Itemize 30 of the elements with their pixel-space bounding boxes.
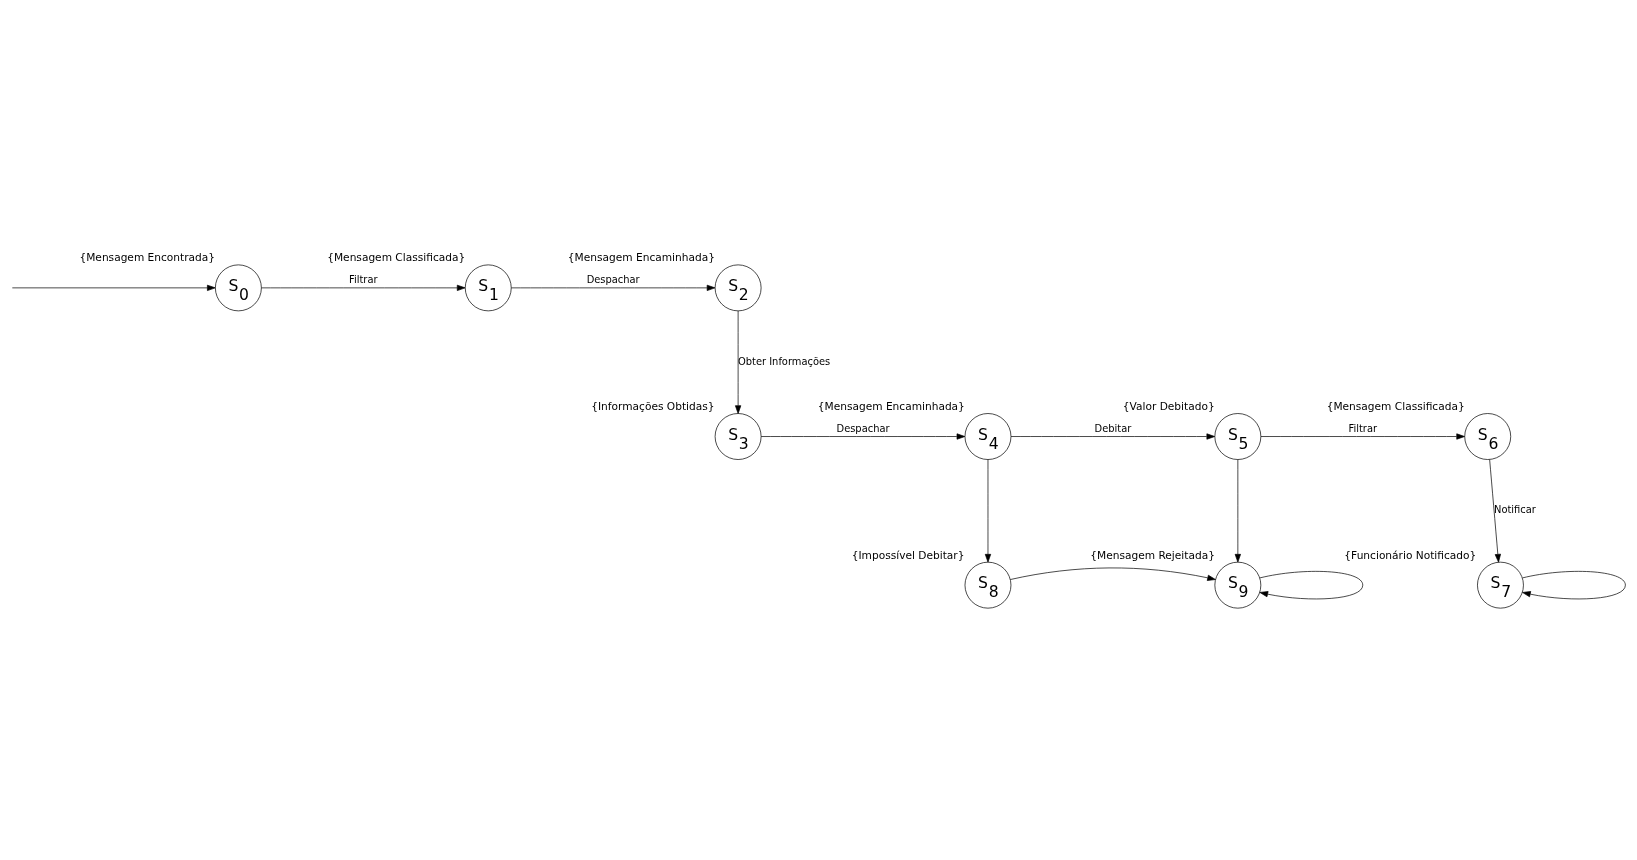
arrow bbox=[1260, 432, 1465, 440]
edge-label: Despachar bbox=[586, 273, 640, 285]
arrow bbox=[11, 284, 216, 291]
node-label: {Funcionário Notificado} bbox=[1344, 548, 1477, 562]
arrow bbox=[984, 458, 992, 562]
node-label: {Informações Obtidas} bbox=[591, 399, 715, 413]
node-label: {Mensagem Encontrada} bbox=[79, 250, 216, 264]
arrow bbox=[261, 284, 466, 291]
arrow bbox=[1234, 458, 1241, 562]
node-label: {Mensagem Encaminhada} bbox=[817, 399, 965, 413]
arrow bbox=[1259, 570, 1364, 599]
node-label: {Valor Debitado} bbox=[1122, 399, 1215, 413]
edge-label: Debitar bbox=[1094, 422, 1132, 434]
edge-label: Obter Informações bbox=[737, 355, 831, 367]
edge-label: Notificar bbox=[1494, 503, 1536, 515]
edge-label: Despachar bbox=[836, 422, 890, 434]
arrow bbox=[760, 432, 966, 440]
node-label: {Mensagem Classificada} bbox=[1326, 399, 1465, 413]
edge-label: Filtrar bbox=[349, 273, 378, 285]
arrow bbox=[510, 284, 716, 291]
node-label: {Mensagem Classificada} bbox=[327, 250, 466, 264]
node-label: {Impossível Debitar} bbox=[851, 548, 965, 562]
arrow bbox=[735, 310, 742, 414]
arrow bbox=[1010, 567, 1216, 581]
arrow bbox=[1489, 458, 1501, 562]
edge-label: Filtrar bbox=[1348, 422, 1378, 434]
node-label: {Mensagem Encaminhada} bbox=[567, 250, 716, 264]
arrow bbox=[1010, 432, 1216, 440]
node-label: {Mensagem Rejeitada} bbox=[1090, 548, 1215, 562]
arrow bbox=[1522, 570, 1626, 599]
